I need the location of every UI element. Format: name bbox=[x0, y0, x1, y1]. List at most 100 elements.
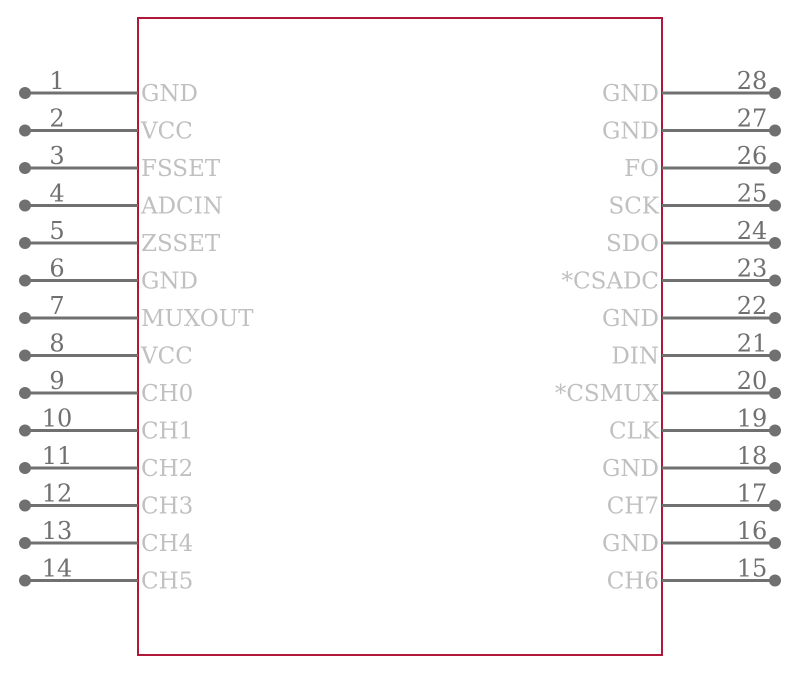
pin-number: 4 bbox=[49, 180, 64, 208]
pin-number: 28 bbox=[737, 67, 768, 95]
pin-number: 23 bbox=[737, 255, 768, 283]
pin-endpoint-dot bbox=[19, 387, 31, 399]
pin-name: CH3 bbox=[141, 494, 193, 520]
pin-number: 21 bbox=[737, 330, 768, 358]
pin-name: GND bbox=[141, 269, 198, 295]
pin-name: *CSMUX bbox=[555, 381, 660, 407]
pin-endpoint-dot bbox=[19, 499, 31, 512]
pin-number: 26 bbox=[737, 142, 768, 170]
pin-name: CH2 bbox=[141, 456, 193, 482]
pin-name: CLK bbox=[609, 419, 660, 445]
pin-endpoint-dot bbox=[19, 237, 31, 249]
pin-name: CH7 bbox=[607, 494, 659, 520]
pin-number: 15 bbox=[737, 555, 768, 583]
pin-endpoint-dot bbox=[769, 424, 781, 437]
pin-name: GND bbox=[602, 456, 659, 482]
pin-number: 8 bbox=[49, 330, 64, 358]
pin-number: 5 bbox=[49, 217, 64, 245]
pin-number: 20 bbox=[737, 367, 768, 395]
pin-name: FSSET bbox=[141, 156, 221, 182]
pin-number: 13 bbox=[42, 517, 73, 545]
pin-endpoint-dot bbox=[769, 237, 781, 249]
pin-endpoint-dot bbox=[769, 499, 781, 512]
pin-name: CH6 bbox=[607, 569, 659, 595]
pin-endpoint-dot bbox=[769, 162, 781, 174]
pin-number: 14 bbox=[42, 555, 73, 583]
pin-name: GND bbox=[602, 119, 659, 145]
pin-name: GND bbox=[602, 531, 659, 557]
pin-name: VCC bbox=[140, 119, 193, 145]
pin-endpoint-dot bbox=[19, 574, 31, 587]
pin-number: 7 bbox=[49, 292, 64, 320]
pin-endpoint-dot bbox=[769, 462, 781, 474]
pin-number: 11 bbox=[42, 442, 73, 470]
pin-number: 3 bbox=[49, 142, 64, 170]
pin-name: CH5 bbox=[141, 569, 193, 595]
pin-name: ADCIN bbox=[140, 194, 223, 220]
pin-name: GND bbox=[602, 306, 659, 332]
pin-name: SDO bbox=[606, 231, 659, 257]
pin-endpoint-dot bbox=[769, 312, 781, 324]
pin-number: 25 bbox=[737, 180, 768, 208]
pin-name: SCK bbox=[608, 194, 659, 220]
pin-number: 16 bbox=[737, 517, 768, 545]
pin-endpoint-dot bbox=[19, 537, 31, 549]
pin-number: 9 bbox=[49, 367, 64, 395]
pin-endpoint-dot bbox=[769, 537, 781, 549]
pin-endpoint-dot bbox=[769, 387, 781, 399]
pin-number: 19 bbox=[737, 405, 768, 433]
pin-endpoint-dot bbox=[19, 274, 31, 287]
ic-body-outline bbox=[137, 17, 663, 656]
right-pin-group: 28GND27GND26FO25SCK24SDO23*CSADC22GND21D… bbox=[555, 67, 781, 595]
pin-endpoint-dot bbox=[769, 349, 781, 362]
pin-endpoint-dot bbox=[769, 274, 781, 287]
pin-endpoint-dot bbox=[19, 349, 31, 362]
pin-name: VCC bbox=[140, 344, 193, 370]
pin-name: CH4 bbox=[141, 531, 193, 557]
pin-endpoint-dot bbox=[769, 87, 781, 99]
pin-endpoint-dot bbox=[19, 312, 31, 324]
pin-name: *CSADC bbox=[561, 269, 659, 295]
pin-endpoint-dot bbox=[19, 124, 31, 137]
pin-number: 12 bbox=[42, 480, 73, 508]
pin-endpoint-dot bbox=[769, 574, 781, 587]
pin-name: GND bbox=[602, 81, 659, 107]
pin-endpoint-dot bbox=[19, 162, 31, 174]
pin-name: GND bbox=[141, 81, 198, 107]
pin-endpoint-dot bbox=[19, 424, 31, 437]
pin-name: MUXOUT bbox=[141, 306, 254, 332]
pin-number: 22 bbox=[737, 292, 768, 320]
pin-name: FO bbox=[624, 156, 659, 182]
pin-endpoint-dot bbox=[769, 124, 781, 137]
pin-name: CH0 bbox=[141, 381, 193, 407]
pin-number: 6 bbox=[49, 255, 64, 283]
pin-number: 18 bbox=[737, 442, 768, 470]
pin-number: 17 bbox=[737, 480, 768, 508]
pin-number: 27 bbox=[737, 105, 768, 133]
